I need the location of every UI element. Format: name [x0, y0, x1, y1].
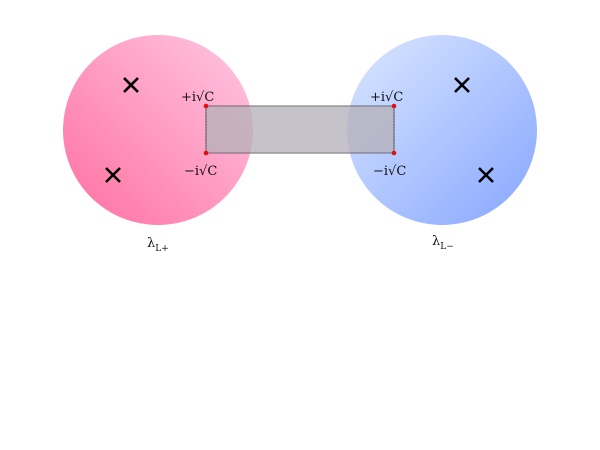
cross-icon	[454, 77, 470, 93]
left-disk-label: λL+	[147, 236, 169, 254]
label-bottom-left: −i√C	[184, 164, 217, 179]
label-top-left: +i√C	[181, 90, 214, 105]
endpoint-bottom-right	[391, 150, 397, 156]
right-disk-label: λL−	[432, 234, 454, 252]
endpoint-bottom-left	[203, 150, 209, 156]
label-top-right: +i√C	[370, 90, 403, 105]
label-bottom-right: −i√C	[373, 164, 406, 179]
connecting-strip	[205, 105, 395, 154]
endpoint-top-right	[391, 103, 397, 109]
cross-icon	[105, 167, 121, 183]
cross-icon	[123, 77, 139, 93]
endpoint-top-left	[203, 103, 209, 109]
cross-icon	[478, 167, 494, 183]
